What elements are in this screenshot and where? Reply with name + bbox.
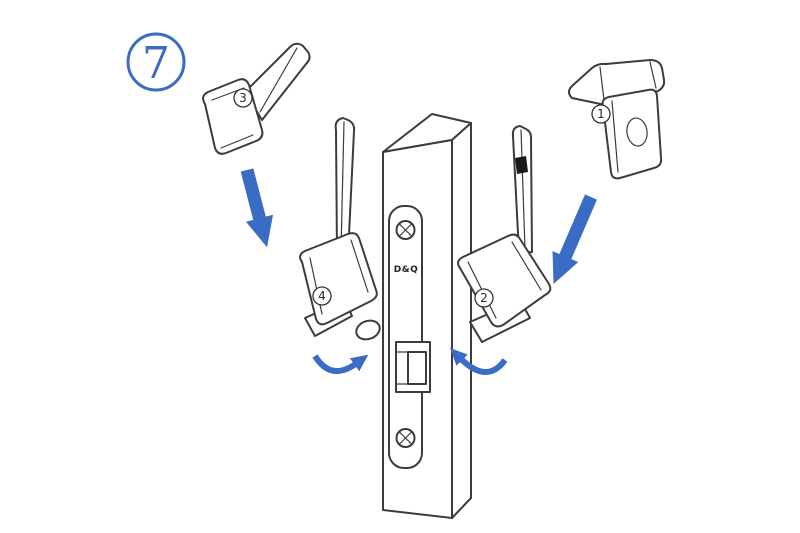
part-label-1: 1 [591, 104, 611, 124]
brand-label: D&Q [394, 265, 418, 275]
lever-label-patch [515, 156, 528, 174]
spindle-hub [355, 319, 381, 341]
placement-arrows [240, 168, 597, 285]
handle-part-1 [568, 59, 666, 180]
part-number: 2 [480, 291, 488, 305]
step-badge-circle [126, 32, 186, 92]
detail-line [220, 134, 254, 149]
part-label-3: 3 [233, 88, 253, 108]
part-number: 1 [597, 107, 605, 121]
part-label-4: 4 [312, 286, 332, 306]
detail-line [649, 61, 657, 89]
detail-line [511, 241, 542, 291]
handle-part-4 [299, 117, 378, 337]
part-label-circle [233, 88, 253, 108]
screw-bottom-icon [395, 428, 416, 448]
door-side-face [451, 122, 472, 519]
lock-faceplate [388, 205, 423, 469]
part-label-circle [591, 104, 611, 124]
part-label-2: 2 [474, 288, 494, 308]
rotation-arrows [312, 348, 508, 375]
step-number: 7 [142, 38, 170, 89]
detail-line [259, 47, 298, 113]
detail-line [626, 117, 648, 147]
part-label-circle [474, 288, 494, 308]
door-panel: D&Q [382, 113, 472, 519]
detail-line [340, 121, 345, 251]
handle-rose [299, 232, 378, 326]
rotate-arrow-right [450, 348, 508, 375]
detail-line [350, 239, 369, 293]
latch-bolt [395, 341, 431, 393]
lever-arm [334, 117, 356, 257]
handle-part-3 [202, 42, 311, 155]
handle-part-2 [457, 125, 552, 343]
detail-line [599, 66, 605, 101]
step-badge: 7 [126, 32, 186, 92]
part-number: 4 [318, 289, 326, 303]
arrow-part3-down [240, 168, 274, 248]
detail-line [611, 100, 619, 173]
part-number: 3 [239, 91, 247, 105]
handle-rose [601, 88, 663, 180]
rotate-arrow-left [312, 354, 369, 374]
screw-top-icon [395, 220, 416, 240]
arrow-part1-down [552, 194, 597, 285]
detail-line [520, 129, 526, 250]
part-label-circle [312, 286, 332, 306]
